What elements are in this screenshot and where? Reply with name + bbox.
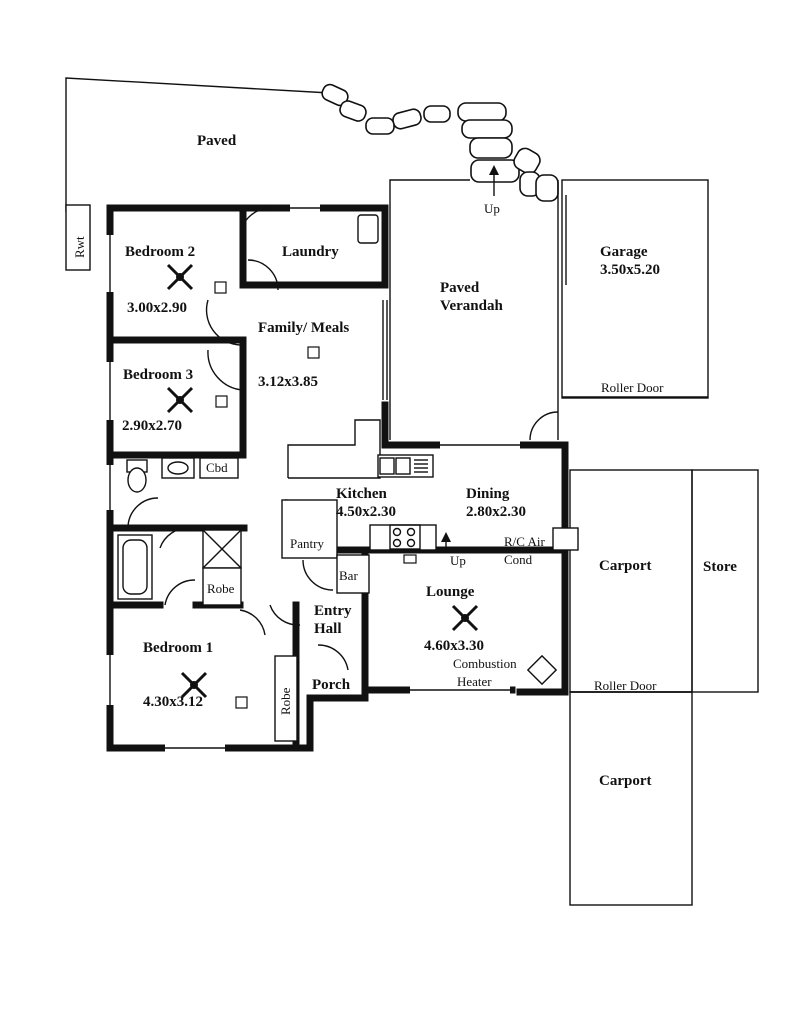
label-pantry: Pantry <box>290 536 324 551</box>
ceiling-fan-icon <box>166 263 479 699</box>
shower-icon <box>202 529 242 569</box>
label-dining: Dining <box>466 486 510 502</box>
label-paved: Paved <box>197 133 237 149</box>
size-kitchen: 4.50x2.30 <box>336 504 396 520</box>
label-bedroom-1: Bedroom 1 <box>143 640 213 656</box>
combustion-heater-icon <box>526 654 558 686</box>
label-up-mid: Up <box>450 553 466 568</box>
label-combustion-heater-1: Combustion <box>453 656 517 671</box>
garage-outline <box>529 179 709 441</box>
label-bar: Bar <box>339 568 358 583</box>
robe-1 <box>202 567 242 606</box>
label-porch: Porch <box>312 677 351 693</box>
label-garage-roller-door: Roller Door <box>601 380 664 395</box>
size-garage: 3.50x5.20 <box>600 262 660 278</box>
label-combustion-heater-2: Heater <box>457 674 492 689</box>
light-fixture-icon <box>214 281 417 709</box>
toilet-icon <box>126 459 148 493</box>
label-bedroom-2: Bedroom 2 <box>125 244 195 260</box>
bath-icon <box>117 534 153 600</box>
label-entry-hall-1: Entry <box>314 603 352 619</box>
laundry-trough-icon <box>357 214 379 244</box>
up-arrow-icon <box>441 165 499 552</box>
size-lounge: 4.60x3.30 <box>424 638 484 654</box>
label-lounge: Lounge <box>426 584 475 600</box>
label-carport-1: Carport <box>599 558 652 574</box>
sink-icon <box>379 457 428 475</box>
label-rwt: Rwt <box>72 236 87 258</box>
label-up-top: Up <box>484 201 500 216</box>
rainwater-tank <box>65 204 91 271</box>
size-bedroom-2: 3.00x2.90 <box>127 300 187 316</box>
label-store: Store <box>703 559 737 575</box>
cupboard <box>199 457 239 479</box>
size-bedroom-1: 4.30x3.12 <box>143 694 203 710</box>
label-kitchen: Kitchen <box>336 486 387 502</box>
basin-icon <box>161 457 195 479</box>
label-rc-air-2: Cond <box>504 552 533 567</box>
size-family-meals: 3.12x3.85 <box>258 374 318 390</box>
carport-store-outline <box>569 469 759 906</box>
paved-area-outline <box>65 77 331 271</box>
size-bedroom-3: 2.90x2.70 <box>122 418 182 434</box>
label-robe-2: Robe <box>278 687 293 715</box>
verandah-outline <box>389 179 559 440</box>
label-paved-verandah-2: Verandah <box>440 298 503 314</box>
stepping-stone-icon <box>321 83 559 202</box>
label-bedroom-3: Bedroom 3 <box>123 367 193 383</box>
label-carport-roller-door: Roller Door <box>594 678 657 693</box>
label-robe-1: Robe <box>207 581 235 596</box>
label-paved-verandah-1: Paved <box>440 280 480 296</box>
label-family-meals: Family/ Meals <box>258 320 349 336</box>
label-laundry: Laundry <box>282 244 339 260</box>
stove-icon <box>389 524 421 550</box>
label-entry-hall-2: Hall <box>314 621 342 637</box>
label-carport-2: Carport <box>599 773 652 789</box>
label-garage: Garage <box>600 244 648 260</box>
label-cbd: Cbd <box>206 460 228 475</box>
label-rc-air-1: R/C Air <box>504 534 545 549</box>
robe-2 <box>274 655 298 742</box>
size-dining: 2.80x2.30 <box>466 504 526 520</box>
kitchen-bench <box>281 419 579 594</box>
